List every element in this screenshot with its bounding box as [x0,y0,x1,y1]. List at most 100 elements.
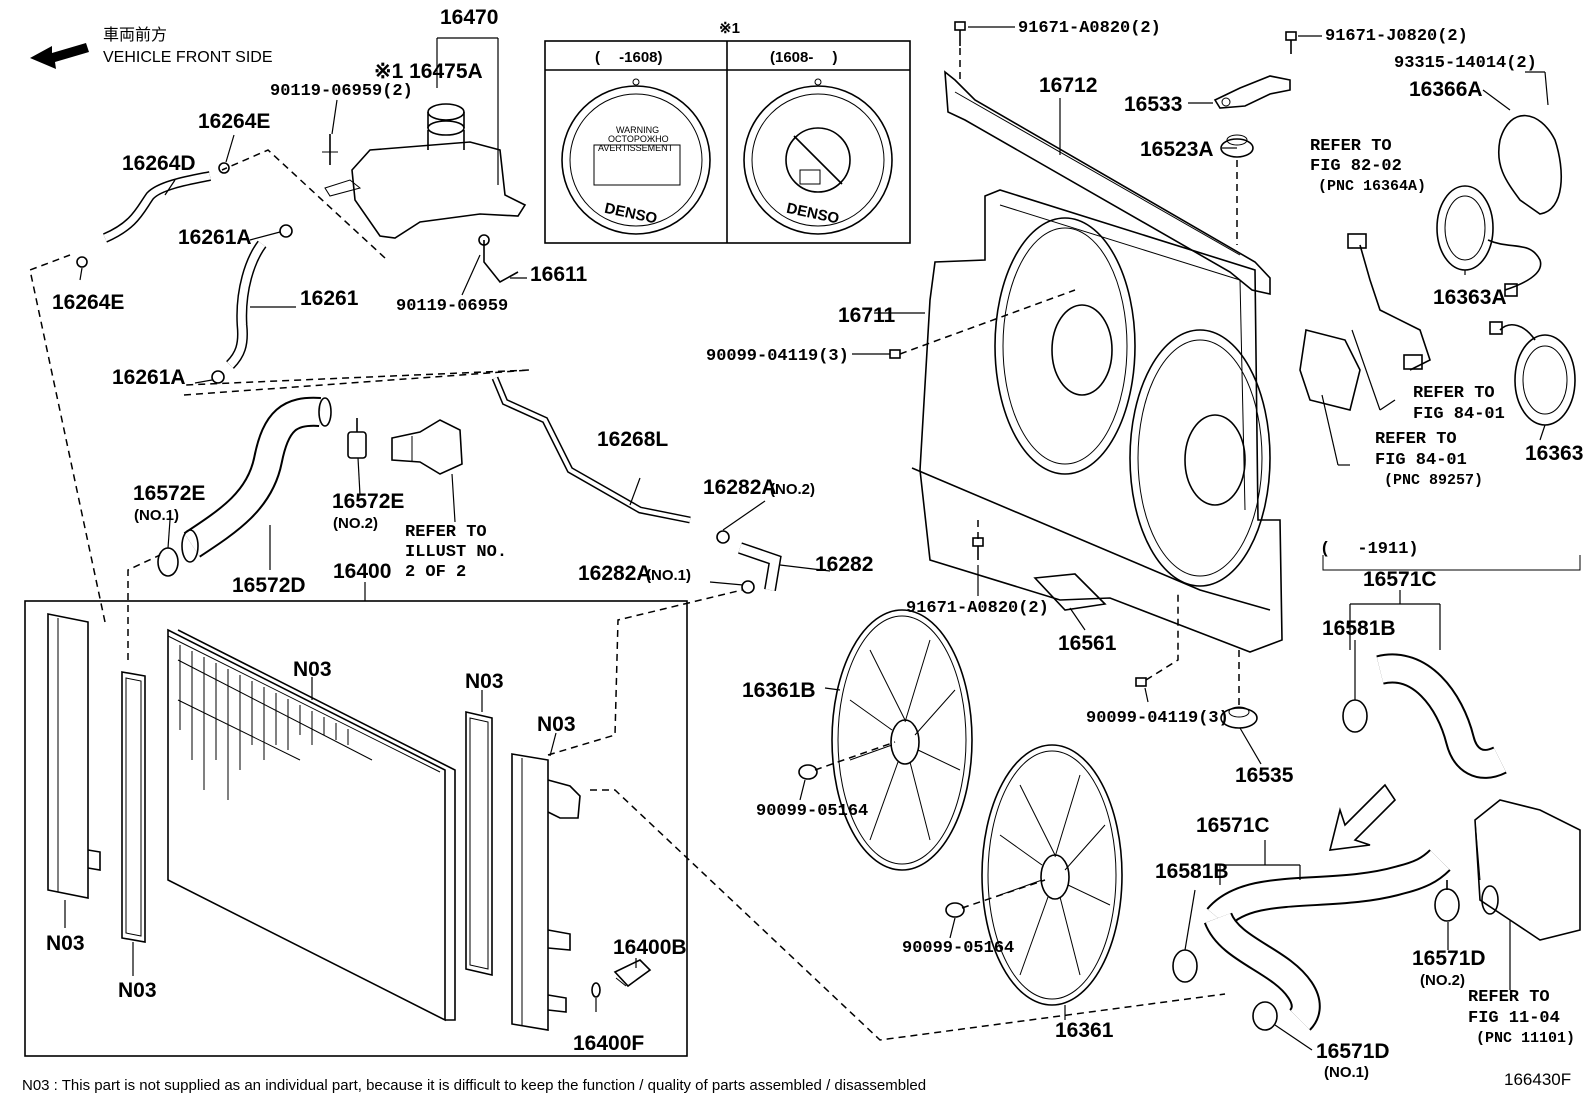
label-16572E-no2: 16572E [332,490,404,513]
leader-16470 [436,38,499,185]
label-16282A-no1-suffix: (NO.1) [646,567,691,584]
hose-16571C-lower [1203,849,1451,1031]
label-16581B-upper: 16581B [1322,617,1396,640]
label-16400F: 16400F [573,1032,644,1055]
label-16261: 16261 [300,287,359,310]
refer-84a-line2: FIG 84-01 [1413,405,1505,424]
label-n03-right-tank: N03 [537,713,576,736]
label-16475A: ※1 16475A [374,60,483,83]
cap1-brand: DENSO [603,200,659,228]
refer-11-line3: (PNC 11101) [1476,1030,1575,1047]
label-16571D-no1: 16571D [1316,1040,1390,1063]
bracket-16611 [478,234,519,284]
right-seal [465,710,493,977]
label-91671-a0820-top: 91671-A0820(2) [1018,19,1161,38]
left-tank [47,613,101,899]
label-16581B-lower: 16581B [1155,860,1229,883]
label-16264E-upper: 16264E [198,110,270,133]
label-16571C-lower: 16571C [1196,814,1270,837]
reservoir-tank [322,103,527,239]
bolt-91671-j [1285,31,1297,54]
hose-16261 [225,240,267,369]
label-91671-j0820: 91671-J0820(2) [1325,27,1468,46]
fan-16361 [981,744,1123,1006]
clamp-16261A-upper [279,224,293,238]
clamp-16572E-no2 [347,418,367,459]
label-16523A: 16523A [1140,138,1214,161]
fan-shroud-16711 [911,189,1283,653]
label-16470: 16470 [440,6,498,29]
clamp-16264E-upper [218,162,230,174]
direction-en-label: VEHICLE FRONT SIDE [103,49,273,66]
label-n03-left-tank: N03 [46,932,85,955]
label-90099-04119-top: 90099-04119(3) [706,347,849,366]
vehicle-front-arrow-icon [30,43,89,69]
refer-illust-line3: 2 OF 2 [405,563,466,582]
drain-cock-16400B [613,959,652,988]
motor-16363A [1436,185,1542,297]
clamp-16282A-no1 [741,580,755,594]
shroud-16366A [1497,114,1563,215]
clamp-16264E-lower [76,256,88,268]
label-16572E-no1: 16572E [133,482,205,505]
fan-16361B [831,609,973,871]
inset-mark: ※1 [719,20,740,37]
cap-warning-fr-text: AVERTISSEMENT [598,143,674,153]
label-16572D: 16572D [232,574,306,597]
label-16264E-lower: 16264E [52,291,124,314]
direction-jp-label: 車両前方 [103,26,167,44]
label-16268L: 16268L [597,428,668,451]
label-16572E-no2-suffix: (NO.2) [333,515,378,532]
bracket-16533 [1213,75,1291,109]
left-seal [121,671,146,943]
label-16400: 16400 [333,560,391,583]
label-90099-05164-upper: 90099-05164 [756,802,868,821]
label-16282A-no2: 16282A [703,476,777,499]
refer-82-line3: (PNC 16364A) [1318,178,1426,195]
oring-16400F [591,982,601,998]
cap-warning-ru-text: OCTOPOЖНО [608,134,669,144]
radiator-core [167,628,456,1022]
label-90099-04119-bottom: 90099-04119(3) [1086,709,1229,728]
label-n03-right-seal: N03 [465,670,504,693]
label-16361B: 16361B [742,679,816,702]
hose-16264D [102,171,211,243]
label-90119-06959-2: 90119-06959(2) [270,82,413,101]
label-16261A-lower: 16261A [112,366,186,389]
cap2-brand: DENSO [785,200,841,228]
cap-warning-text: WARNING [616,125,659,135]
radiator-group-box [24,600,688,1057]
refer-84b-line1: REFER TO [1375,430,1457,449]
label-16561: 16561 [1058,632,1117,655]
refer-illust-line1: REFER TO [405,523,487,542]
clamp-16572E-no1 [157,547,179,577]
figure-code: 166430F [1504,1070,1571,1089]
refer-11-line2: FIG 11-04 [1468,1009,1560,1028]
label-16712: 16712 [1039,74,1097,97]
right-tank [511,753,581,1031]
direction-arrow-icon [1328,783,1397,851]
thermostat-outlet [391,419,463,475]
footer-note: N03 : This part is not supplied as an in… [22,1077,926,1094]
label-16282: 16282 [815,553,873,576]
hose-16571C-upper [1376,653,1507,779]
label-n03-core: N03 [293,658,332,681]
refer-84a-line1: REFER TO [1413,384,1495,403]
bolt-91671-bottom [972,537,984,560]
refer-illust-line2: ILLUST NO. [405,543,507,562]
label-91671-a0820-bottom: 91671-A0820(2) [906,599,1049,618]
refer-11-line1: REFER TO [1468,988,1550,1007]
label-16363A: 16363A [1433,286,1507,309]
nut-90099-05164-a [798,764,818,780]
support-16712 [944,70,1271,295]
label-16571D-no2: 16571D [1412,947,1486,970]
label-16400B: 16400B [613,936,687,959]
cushion-16523A [1220,134,1254,158]
refer-84b-line2: FIG 84-01 [1375,451,1467,470]
clamp-16571D-no1 [1252,1001,1278,1031]
label-16282A-no1: 16282A [578,562,652,585]
label-16535: 16535 [1235,764,1294,787]
clamp-16581B-lower [1172,949,1198,983]
refer-82-line1: REFER TO [1310,137,1392,156]
clamp-16261A-lower [211,370,225,384]
